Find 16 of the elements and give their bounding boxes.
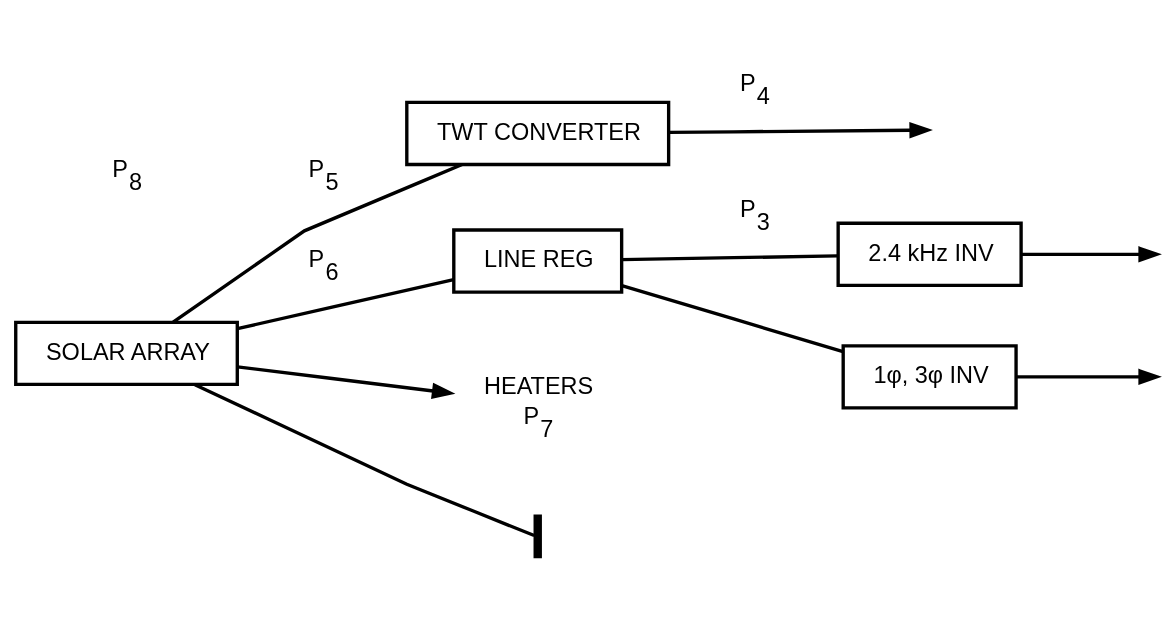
node-text: HEATERS	[484, 372, 594, 399]
arrow	[1021, 246, 1162, 263]
node-box: TWT CONVERTER	[405, 100, 671, 167]
connector	[621, 284, 844, 354]
node-box: SOLAR ARRAY	[14, 320, 239, 387]
node-box: 2.4 kHz INV	[836, 221, 1023, 288]
arrow	[237, 365, 456, 400]
connector	[172, 163, 463, 324]
connector	[194, 383, 535, 538]
node-bar	[533, 514, 542, 559]
node-box: 1φ, 3φ INV	[841, 344, 1018, 410]
node-box: LINE REG	[452, 228, 624, 294]
arrow	[1016, 368, 1162, 386]
connector	[237, 278, 454, 331]
arrow	[668, 122, 933, 139]
connector	[621, 254, 838, 262]
